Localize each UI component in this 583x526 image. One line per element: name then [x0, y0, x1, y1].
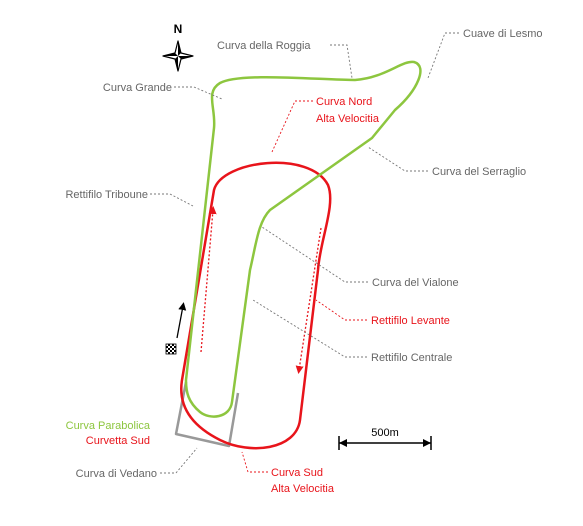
label-curva-del-serraglio: Curva del Serraglio — [432, 166, 526, 178]
label-curva-parabolica: Curva Parabolica — [66, 420, 151, 432]
leader-line — [315, 299, 367, 321]
leader-line — [160, 447, 198, 474]
oval-track — [180, 161, 332, 450]
label-curva-grande: Curva Grande — [103, 82, 172, 94]
compass-north-label: N — [174, 22, 183, 36]
label-cuave-di-lesmo: Cuave di Lesmo — [463, 28, 543, 40]
road-course-track — [184, 60, 422, 418]
label-curvetta-sud: Curvetta Sud — [86, 435, 150, 447]
label-curva-sud-line2: Alta Velocitia — [271, 483, 335, 495]
label-rettifilo-levante: Rettifilo Levante — [371, 315, 450, 327]
leader-line — [271, 100, 313, 153]
leader-line — [252, 299, 367, 358]
leader-line — [367, 146, 428, 172]
scale-bar-label: 500m — [371, 427, 399, 439]
label-rettifilo-triboune: Rettifilo Triboune — [65, 189, 148, 201]
leader-line — [150, 193, 194, 207]
leader-line — [174, 86, 223, 100]
label-curva-nord-line2: Alta Velocitia — [316, 113, 380, 125]
leader-line — [261, 226, 368, 283]
label-curva-del-vialone: Curva del Vialone — [372, 277, 459, 289]
label-curva-di-vedano: Curva di Vedano — [76, 468, 157, 480]
direction-arrow-icon — [295, 227, 322, 374]
junior-course-link — [174, 381, 240, 448]
leader-line — [241, 451, 268, 473]
leader-line — [330, 44, 353, 79]
scale-bar — [338, 436, 432, 450]
leader-line — [427, 32, 459, 79]
checkered-flag-icon — [165, 343, 177, 355]
label-curva-sud-line1: Curva Sud — [271, 467, 323, 479]
direction-arrow-icon — [176, 302, 187, 339]
label-rettifilo-centrale: Rettifilo Centrale — [371, 352, 452, 364]
label-curva-nord-line1: Curva Nord — [316, 96, 372, 108]
label-curva-della-roggia: Curva della Roggia — [217, 40, 311, 52]
compass-rose-icon — [162, 40, 194, 72]
